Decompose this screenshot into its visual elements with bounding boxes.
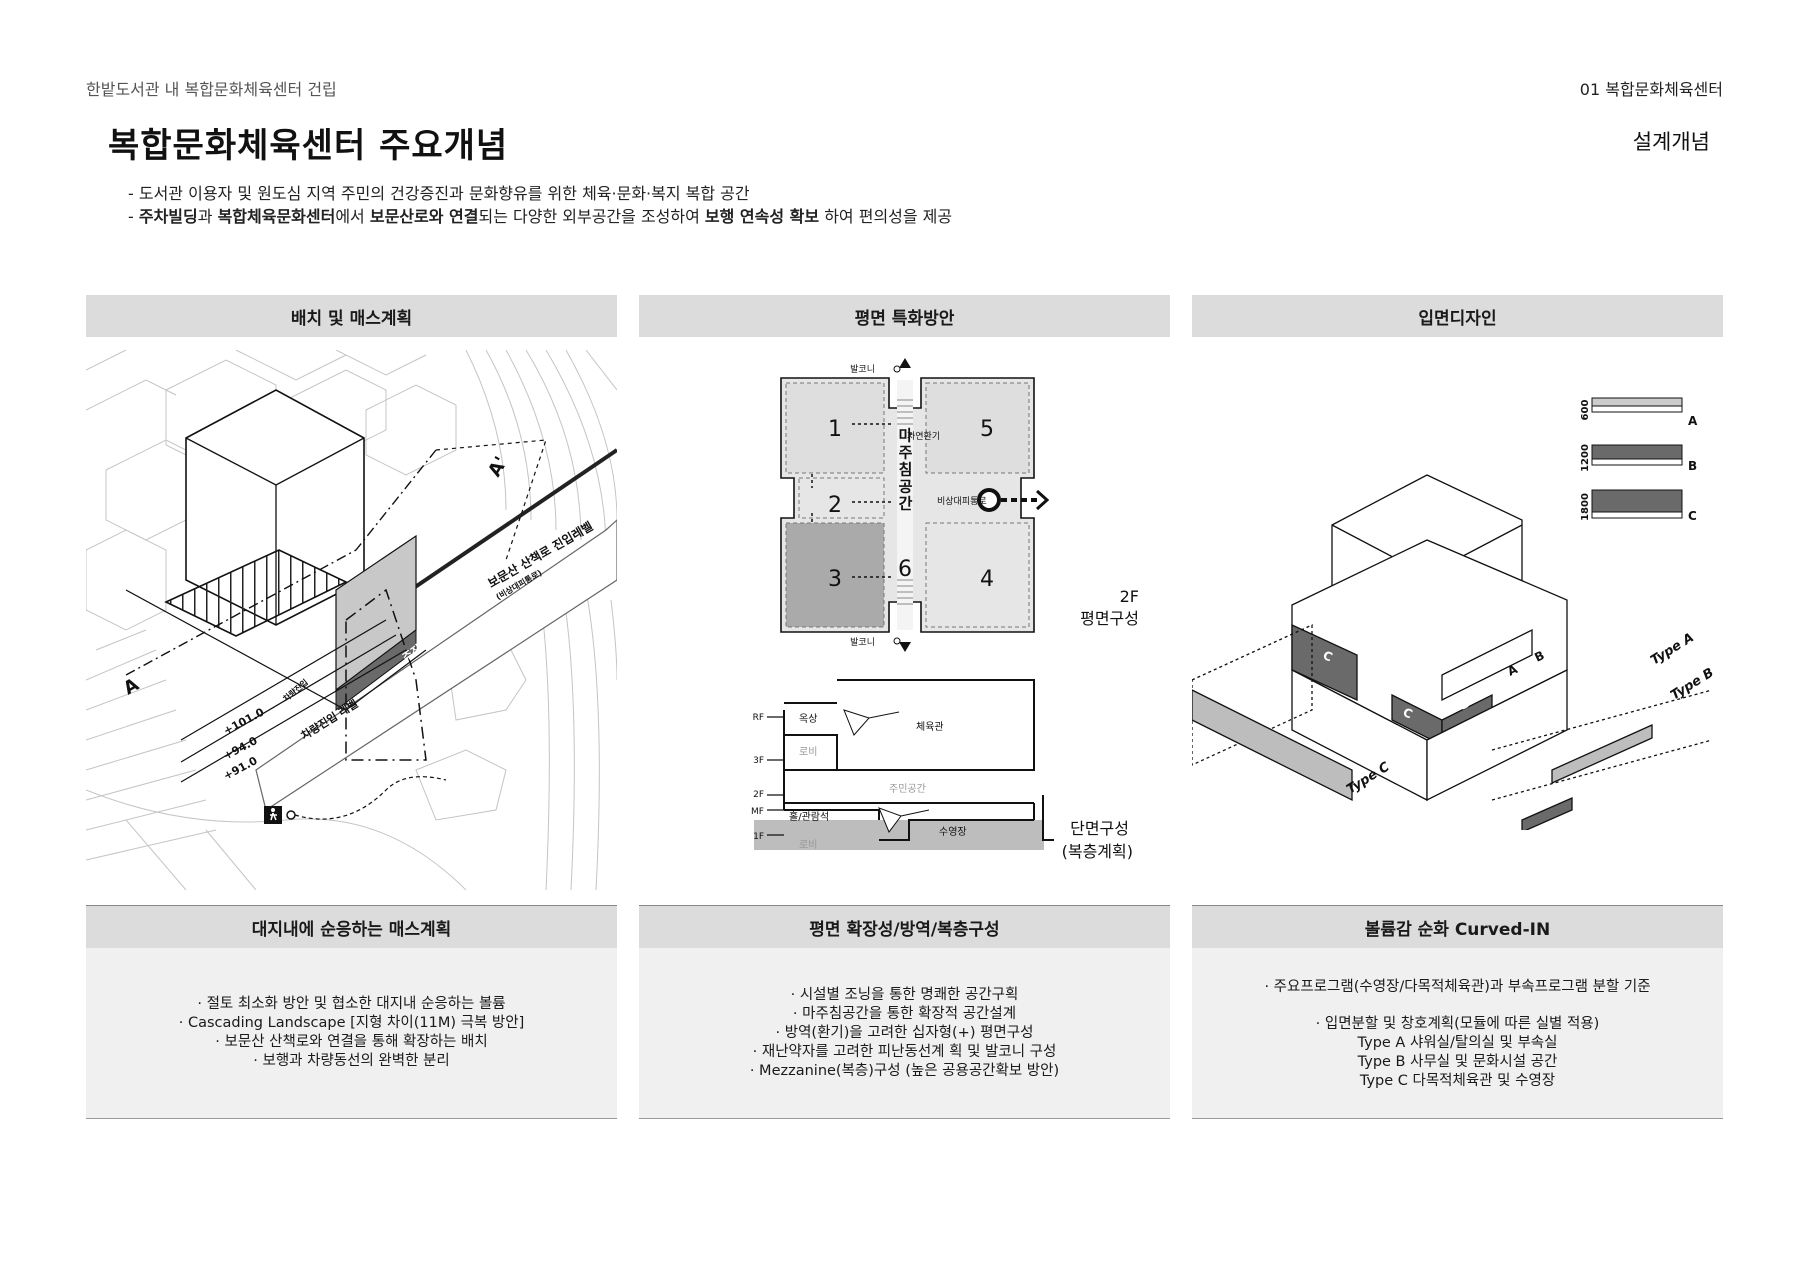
project-name: 한밭도서관 내 복합문화체육센터 건립 — [86, 80, 337, 99]
intro-line-2-part: 하여 편의성을 제공 — [819, 207, 953, 226]
column-subheading-massing: 대지내에 순응하는 매스계획 — [86, 905, 617, 949]
column-subheading-plan: 평면 확장성/방역/복층구성 — [639, 905, 1170, 949]
level-lines — [125, 589, 427, 783]
page-subtitle: 설계개념 — [1632, 130, 1710, 154]
bullet-line: · 절토 최소화 방안 및 협소한 대지내 순응하는 볼륨 — [197, 996, 506, 1012]
section-room-label: 주민공간 — [889, 783, 926, 795]
module-dim: 1800 — [1580, 493, 1591, 521]
intro-line-2-bold: 보문산로와 연결 — [369, 207, 479, 226]
section-room-label: 로비 — [799, 839, 817, 851]
column-heading-plan: 평면 특화방안 — [639, 295, 1170, 337]
bullet-line: · 마주침공간을 통한 확장적 공간설계 — [792, 1005, 1017, 1022]
intro-line-2-part: - — [128, 207, 139, 226]
room-number: 3 — [828, 567, 842, 592]
column-subheading-elevation: 볼륨감 순화 Curved-IN — [1192, 905, 1723, 949]
chapter-label: 01 복합문화체육센터 — [1579, 80, 1723, 99]
section-caption-sub: (복층계획) — [1062, 842, 1133, 861]
intro-line-2-bold: 주차빌딩 — [138, 207, 198, 226]
column-body-plan: · 시설별 조닝을 통한 명쾌한 공간구획 · 마주침공간을 통한 확장적 공간… — [639, 948, 1170, 1119]
bullet-line: · 보행과 차량동선의 완벽한 분리 — [253, 1053, 450, 1069]
bullet-line: · Mezzanine(복층)구성 (높은 공용공간확보 방안) — [749, 1062, 1060, 1079]
section-room-label: 로비 — [799, 746, 817, 758]
intro-line-2-part: 에서 — [335, 207, 370, 226]
intro-line-2-bold: 복합체육문화센터 — [217, 207, 336, 226]
column-body-massing: · 절토 최소화 방안 및 협소한 대지내 순응하는 볼륨 · Cascadin… — [86, 948, 617, 1119]
bullet-line: · 보문산 산책로와 연결을 통해 확장하는 배치 — [215, 1034, 488, 1050]
intro-text: - 도서관 이용자 및 원도심 지역 주민의 건강증진과 문화향유를 위한 체육… — [128, 182, 952, 228]
main-mass — [164, 389, 417, 711]
section-room-label: 옥상 — [799, 713, 817, 725]
plan-caption-floor: 2F — [1120, 587, 1139, 606]
bullet-line: · 재난약자를 고려한 피난동선계 획 및 발코니 구성 — [752, 1043, 1057, 1060]
bullet-line: Type C 다목적체육관 및 수영장 — [1359, 1073, 1556, 1089]
bullet-line: · 방역(환기)을 고려한 십자형(+) 평면구성 — [775, 1024, 1034, 1041]
intro-line-2: - 주차빌딩과 복합체육문화센터에서 보문산로와 연결되는 다양한 외부공간을 … — [128, 205, 952, 228]
page-title: 복합문화체육센터 주요개념 — [108, 126, 509, 166]
section-level: RF — [753, 713, 764, 723]
pedestrian-icon — [264, 776, 447, 824]
road — [255, 519, 617, 811]
bullet-line: Type A 샤워실/탈의실 및 부속실 — [1357, 1035, 1558, 1051]
site-massing-diagram: A A' 보문산 산책로 진입레벨 (비상대피통로) 주진입 레벨 차량진입 레… — [86, 350, 617, 890]
section-room-label: 홀/관람석 — [789, 810, 829, 823]
type-label: Type B — [1668, 665, 1717, 703]
bullet-line: · 주요프로그램(수영장/다목적체육관)과 부속프로그램 분할 기준 — [1264, 979, 1651, 995]
module-type: C — [1688, 509, 1697, 523]
section-mark-a-prime: A' — [484, 453, 512, 480]
encounter-space-label: 마주침공간 — [896, 428, 914, 513]
evac-route-label: 비상대피통로 — [937, 496, 987, 507]
section-level: 1F — [753, 832, 764, 842]
module-legend — [1591, 397, 1683, 519]
intro-line-1: - 도서관 이용자 및 원도심 지역 주민의 건강증진과 문화향유를 위한 체육… — [128, 184, 750, 203]
room-number: 4 — [980, 567, 994, 592]
level-label: +101.0 — [221, 705, 266, 737]
plan-caption: 평면구성 — [1080, 609, 1139, 628]
module-type: B — [1688, 459, 1697, 473]
balcony-label: 발코니 — [850, 364, 875, 375]
column-heading-massing: 배치 및 매스계획 — [86, 295, 617, 337]
intro-line-2-bold: 보행 연속성 확보 — [704, 207, 820, 226]
bullet-line: · 입면분할 및 창호계획(모듈에 따른 실별 적용) — [1315, 1016, 1600, 1032]
intro-line-2-part: 되는 다양한 외부공간을 조성하여 — [478, 207, 705, 226]
column-heading-elevation: 입면디자인 — [1192, 295, 1723, 337]
section-level: 2F — [753, 790, 764, 800]
trail-path — [394, 448, 617, 602]
building-mass — [1192, 474, 1713, 830]
module-dim: 1200 — [1580, 444, 1591, 472]
section-level: MF — [751, 807, 764, 817]
floor-plan — [780, 358, 1050, 652]
room-number: 6 — [898, 557, 912, 582]
room-number: 1 — [828, 417, 842, 442]
bullet-line: · 시설별 조닝을 통한 명쾌한 공간구획 — [790, 986, 1019, 1003]
section-room-label: 체육관 — [916, 721, 944, 733]
bullet-line: · Cascading Landscape [지형 차이(11M) 극복 방안] — [178, 1015, 525, 1031]
module-type: A — [1688, 414, 1698, 428]
building-section — [754, 679, 1054, 850]
balcony-label: 발코니 — [850, 637, 875, 648]
section-line — [125, 439, 547, 761]
section-room-label: 수영장 — [939, 826, 967, 838]
module-dim: 600 — [1580, 400, 1591, 421]
vehicle-entry-small-label: 차량진입 — [281, 677, 310, 704]
room-number: 2 — [828, 493, 842, 518]
section-caption: 단면구성 — [1070, 819, 1129, 838]
ventilation-label: 자연환기 — [907, 430, 940, 442]
room-number: 5 — [980, 417, 994, 442]
column-body-elevation: · 주요프로그램(수영장/다목적체육관)과 부속프로그램 분할 기준 · 입면분… — [1192, 948, 1723, 1119]
elevation-diagram: 600 1200 1800 A B C C A B C B A Type A T… — [1192, 397, 1717, 830]
section-level: 3F — [753, 756, 764, 766]
intro-line-2-part: 과 — [197, 207, 218, 226]
bullet-line: Type B 사무실 및 문화시설 공간 — [1357, 1054, 1558, 1070]
type-label: Type A — [1648, 630, 1697, 668]
plan-section-diagram: 1 2 3 4 5 6 마주침공간 발코니 자연환기 비상대피통로 발코니 2F… — [751, 358, 1139, 861]
